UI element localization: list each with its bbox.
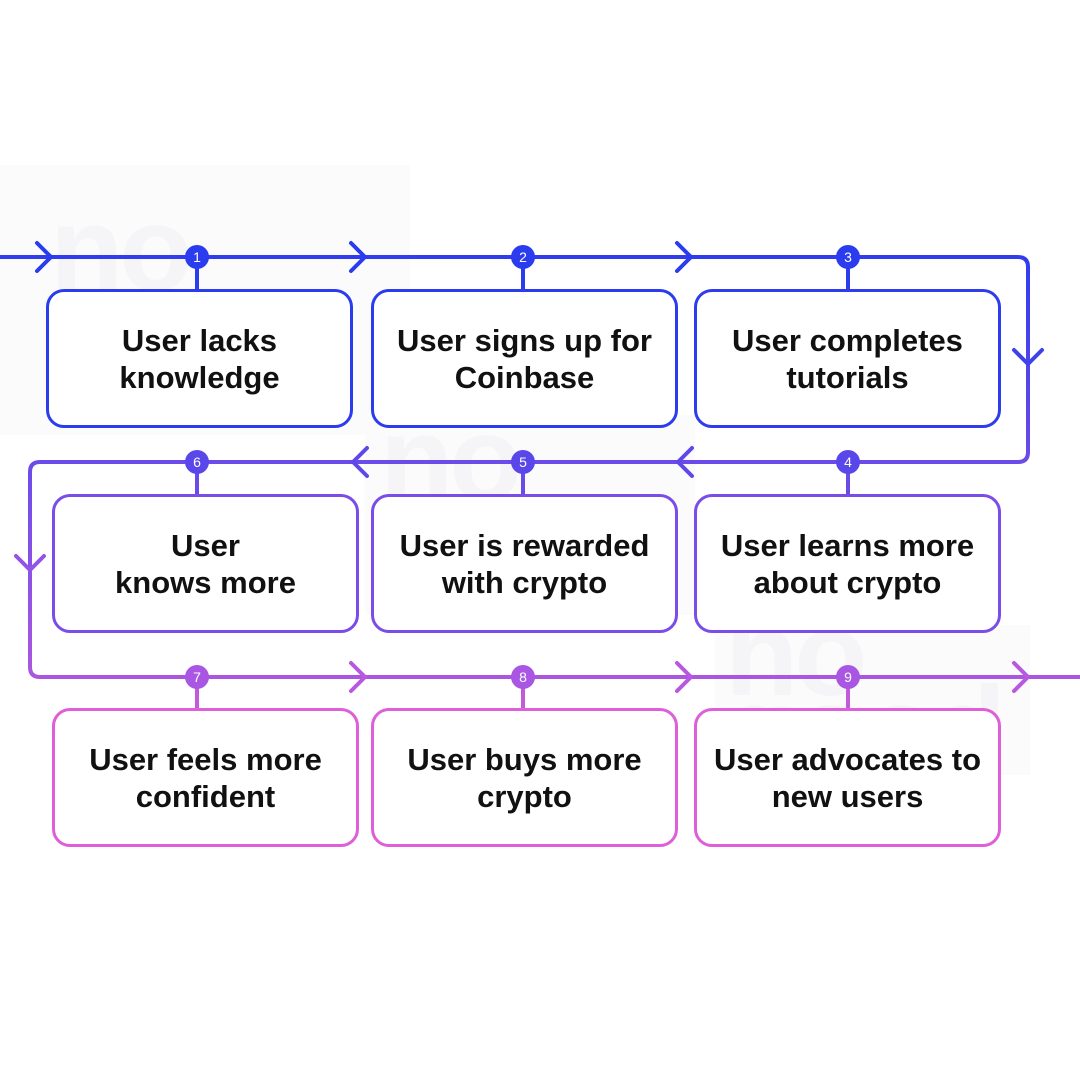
arrow-right-icon: [349, 241, 367, 273]
direction-arrows: [14, 241, 1044, 693]
step-badge-8: 8: [511, 665, 535, 689]
arrow-right-icon: [675, 661, 693, 693]
step-badge-7: 7: [185, 665, 209, 689]
step-number-8: 8: [519, 669, 527, 685]
step-number-5: 5: [519, 454, 527, 470]
step-label-3: User completes tutorials: [732, 322, 963, 395]
step-badges: 1 2 3 4 5 6 7: [185, 245, 860, 689]
step-box-1: User lacks knowledge: [46, 289, 353, 428]
step-number-4: 4: [844, 454, 852, 470]
step-number-7: 7: [193, 669, 201, 685]
step-badge-9: 9: [836, 665, 860, 689]
step-box-8: User buys more crypto: [371, 708, 678, 847]
step-box-2: User signs up for Coinbase: [371, 289, 678, 428]
step-box-7: User feels more confident: [52, 708, 359, 847]
step-box-9: User advocates to new users: [694, 708, 1001, 847]
step-number-1: 1: [193, 249, 201, 265]
step-badge-1: 1: [185, 245, 209, 269]
step-label-7: User feels more confident: [89, 741, 322, 814]
step-number-6: 6: [193, 454, 201, 470]
step-label-4: User learns more about crypto: [720, 527, 975, 600]
arrow-right-icon: [35, 241, 53, 273]
step-label-1: User lacks knowledge: [119, 322, 280, 395]
step-label-6: User knows more: [115, 527, 296, 600]
step-number-3: 3: [844, 249, 852, 265]
step-label-8: User buys more crypto: [407, 741, 642, 814]
step-number-9: 9: [844, 669, 852, 685]
arrow-right-icon: [675, 241, 693, 273]
step-label-2: User signs up for Coinbase: [397, 322, 652, 395]
step-label-5: User is rewarded with crypto: [399, 527, 650, 600]
step-box-6: User knows more: [52, 494, 359, 633]
step-badge-5: 5: [511, 450, 535, 474]
arrow-right-icon: [1012, 661, 1030, 693]
step-box-3: User completes tutorials: [694, 289, 1001, 428]
step-badge-3: 3: [836, 245, 860, 269]
step-box-4: User learns more about crypto: [694, 494, 1001, 633]
step-number-2: 2: [519, 249, 527, 265]
arrow-down-icon: [1012, 348, 1044, 366]
step-badge-4: 4: [836, 450, 860, 474]
step-label-9: User advocates to new users: [713, 741, 982, 814]
arrow-down-icon: [14, 554, 46, 572]
step-badge-2: 2: [511, 245, 535, 269]
arrow-left-icon: [676, 446, 694, 478]
step-badge-6: 6: [185, 450, 209, 474]
step-box-5: User is rewarded with crypto: [371, 494, 678, 633]
arrow-right-icon: [349, 661, 367, 693]
arrow-left-icon: [351, 446, 369, 478]
